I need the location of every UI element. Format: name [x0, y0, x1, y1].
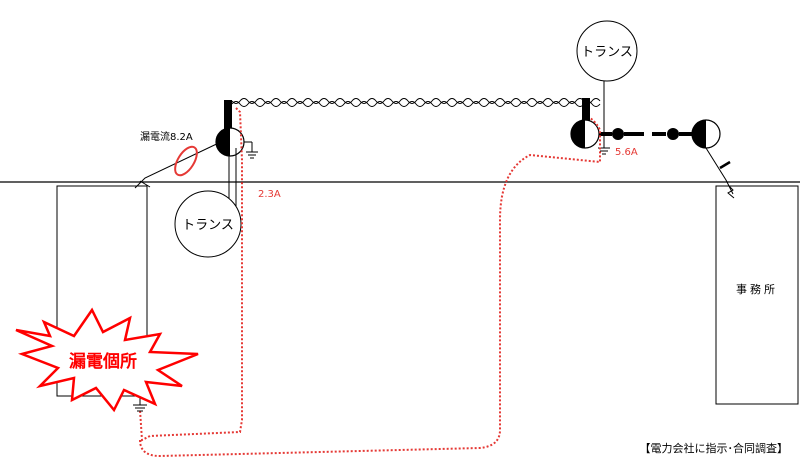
current-2-3-label: 2.3A: [258, 189, 281, 200]
footer-note: 【電力会社に指示･合同調査】: [640, 441, 789, 455]
clamp-meter-icon: [174, 145, 198, 177]
leak-current-label: 漏電流8.2A: [140, 130, 193, 143]
switch-left-icon: [215, 127, 245, 157]
ground-left-pole-icon: [244, 141, 258, 159]
leak-point-label: 漏電個所: [69, 351, 137, 372]
overhead-twisted-line: [231, 101, 601, 107]
switch-right-icon: [570, 119, 600, 149]
service-drop-office: [705, 147, 734, 195]
leak-current-path: [139, 107, 601, 458]
service-link-office: [599, 128, 694, 140]
transformer-right-label: トランス: [581, 45, 633, 60]
transformer-right: [576, 20, 638, 82]
pole-left: [224, 100, 232, 148]
building-office: [715, 185, 799, 405]
current-5-6-label: 5.6A: [615, 147, 638, 158]
service-drop-left: [134, 139, 226, 189]
transformer-left-label: トランス: [182, 218, 234, 233]
switch-office-icon: [691, 119, 721, 149]
office-label: 事務所: [736, 282, 778, 296]
leak-burst-icon: [15, 307, 199, 413]
